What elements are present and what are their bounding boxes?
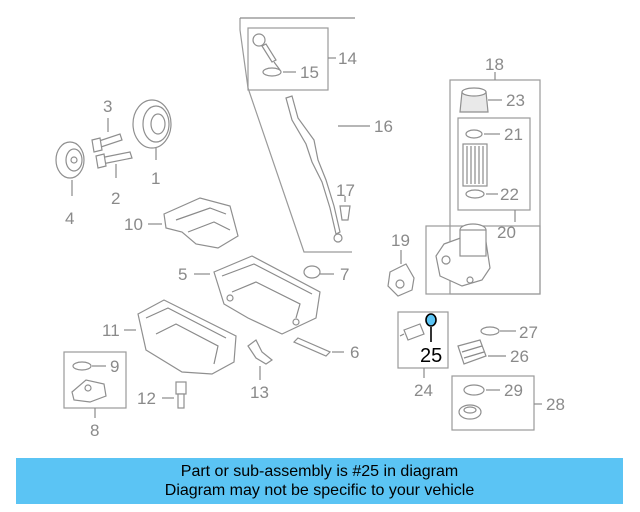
callout-9: 9 [110, 357, 119, 376]
banner-line-2: Diagram may not be specific to your vehi… [164, 482, 475, 499]
callout-4: 4 [65, 209, 74, 228]
pressure-switch [403, 323, 425, 341]
callout-13: 13 [250, 383, 269, 402]
pulley-group [55, 99, 172, 196]
callout-29: 29 [504, 381, 523, 400]
callout-23: 23 [506, 91, 525, 110]
dipstick-tube [285, 95, 341, 235]
info-banner: Part or sub-assembly is #25 in diagram D… [16, 458, 623, 504]
drain-plug-group [162, 381, 187, 409]
lower-oil-pan [137, 299, 237, 375]
gasket-6 [292, 337, 332, 357]
upper-oil-pan [213, 255, 321, 335]
sender-19-group [387, 250, 415, 297]
bracket-group [247, 339, 274, 380]
dipstick-group [239, 17, 370, 253]
callout-15: 15 [300, 63, 319, 82]
callout-labels: 1 2 3 4 5 6 7 8 9 10 11 12 13 14 15 16 1… [65, 49, 565, 440]
callout-2: 2 [111, 189, 120, 208]
callout-11: 11 [102, 321, 120, 340]
callout-12: 12 [137, 389, 156, 408]
callout-28: 28 [546, 395, 565, 414]
upper-oil-pan-group [194, 255, 344, 357]
callout-6: 6 [350, 343, 359, 362]
o-ring-22 [465, 189, 485, 199]
drain-plug-12 [175, 381, 187, 395]
dipstick-handle-box [247, 27, 329, 91]
callout-1: 1 [151, 169, 160, 188]
banner-line-1: Part or sub-assembly is #25 in diagram [180, 463, 459, 480]
cap-28-group [451, 375, 542, 431]
callout-3: 3 [103, 97, 112, 116]
callout-20: 20 [497, 223, 516, 242]
callout-21: 21 [504, 125, 523, 144]
switch-group [397, 311, 449, 378]
cap-28-box [451, 375, 535, 431]
bolt-17 [339, 205, 351, 221]
callout-22: 22 [500, 185, 519, 204]
callout-7: 7 [340, 265, 349, 284]
cooler-group [457, 326, 516, 365]
callout-10: 10 [124, 215, 143, 234]
callout-16: 16 [374, 117, 393, 136]
baffle-group [148, 197, 239, 249]
o-ring-29 [463, 384, 485, 396]
callout-14: 14 [338, 49, 357, 68]
filter-housing-group [425, 72, 541, 295]
callout-18: 18 [485, 55, 504, 74]
callout-8: 8 [90, 421, 99, 440]
part-25-highlight[interactable] [425, 313, 437, 327]
gasket-27 [480, 326, 500, 336]
screen-group [63, 351, 127, 418]
bracket-13 [247, 339, 274, 365]
callout-27: 27 [519, 323, 538, 342]
callout-19: 19 [391, 231, 410, 250]
switch-box [397, 311, 449, 369]
callout-26: 26 [510, 347, 529, 366]
filter-element-box [457, 117, 531, 211]
lower-oil-pan-group [124, 299, 237, 375]
callout-17: 17 [336, 181, 355, 200]
callout-24: 24 [414, 381, 433, 400]
oil-baffle [163, 197, 239, 249]
dipstick-handle [252, 33, 266, 47]
o-ring-9 [72, 361, 92, 371]
o-ring-21 [465, 129, 483, 139]
callout-5: 5 [178, 265, 187, 284]
callout-25[interactable]: 25 [420, 345, 442, 367]
o-ring-15 [262, 67, 282, 77]
plug-7 [303, 265, 321, 279]
